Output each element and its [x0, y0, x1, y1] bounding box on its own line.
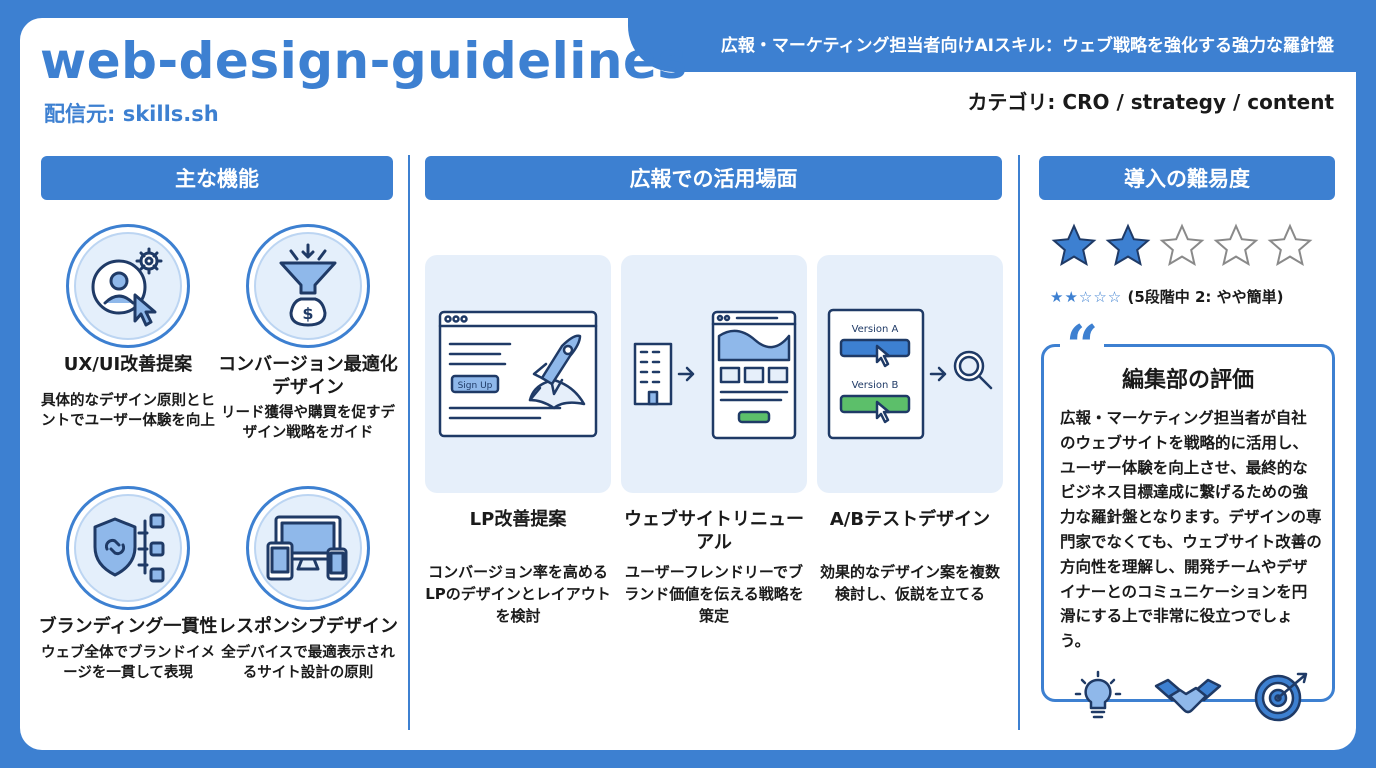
feature-branding: ブランディング一貫性 ウェブ全体でブランドイメージを一貫して表現: [38, 486, 218, 683]
feature-icon-circle: [246, 486, 370, 610]
use-case-renewal-illustration: [621, 255, 807, 493]
feature-desc: 全デバイスで最適表示されるサイト設計の原則: [221, 644, 395, 681]
feature-title: UX/UI改善提案: [63, 354, 193, 375]
review-icons: [1072, 670, 1312, 722]
handshake-icon: [1154, 678, 1222, 714]
difficulty-text: ★★☆☆☆ (5段階中 2: やや簡単): [1050, 286, 1284, 307]
features-heading: 主な機能: [41, 156, 393, 200]
use-case-title: ウェブサイトリニューアル: [624, 509, 804, 554]
ab-test-icon: Version A Version B: [827, 308, 993, 440]
difficulty-heading: 導入の難易度: [1039, 156, 1335, 200]
star-empty-icon: [1267, 223, 1313, 267]
feature-icon-circle: [66, 224, 190, 348]
quote-icon: “: [1060, 318, 1105, 374]
feature-responsive: レスポンシブデザイン 全デバイスで最適表示されるサイト設計の原則: [218, 486, 398, 683]
feature-desc: 具体的なデザイン原則とヒントでユーザー体験を向上: [41, 392, 215, 429]
star-empty-icon: [1159, 223, 1205, 267]
version-b-label: Version B: [852, 380, 899, 391]
difficulty-rating: [1050, 222, 1314, 270]
banner-text: 広報・マーケティング担当者向けAIスキル：ウェブ戦略を強化する強力な羅針盤: [720, 36, 1334, 56]
star-filled-icon: [1105, 223, 1151, 267]
feature-title: ブランディング一貫性: [38, 616, 218, 637]
page-title: web-design-guidelines: [40, 32, 688, 90]
divider-left: [408, 155, 410, 730]
use-case-ab-illustration: Version A Version B: [817, 255, 1003, 493]
use-case-title: LP改善提案: [469, 509, 567, 530]
review-text: 広報・マーケティング担当者が自社のウェブサイトを戦略的に活用し、ユーザー体験を向…: [1060, 409, 1322, 651]
use-case-lp-illustration: Sign Up: [425, 255, 611, 493]
version-a-label: Version A: [852, 324, 899, 335]
use-case-title: A/Bテストデザイン: [829, 509, 991, 530]
building-to-website-icon: [633, 310, 797, 440]
feature-ux-ui: UX/UI改善提案 具体的なデザイン原則とヒントでユーザー体験を向上: [38, 224, 218, 431]
review-title: 編集部の評価: [1121, 368, 1254, 393]
lightbulb-icon: [1074, 670, 1122, 719]
star-empty-icon: [1213, 223, 1259, 267]
feature-icon-circle: $: [246, 224, 370, 348]
publisher-label: 配信元: skills.sh: [44, 102, 219, 126]
use-cases-heading: 広報での活用場面: [425, 156, 1002, 200]
svg-text:$: $: [302, 304, 313, 323]
use-case-desc: ユーザーフレンドリーでブランド価値を伝える戦略を策定: [624, 563, 804, 625]
difficulty-label: (5段階中 2: やや簡単): [1127, 288, 1284, 306]
shield-link-icon: [93, 513, 165, 583]
feature-desc: リード獲得や購買を促すデザイン戦略をガイド: [221, 405, 395, 442]
feature-title: レスポンシブデザイン: [218, 616, 398, 637]
divider-right: [1018, 155, 1020, 730]
use-case-desc: コンバージョン率を高めるLPのデザインとレイアウトを検討: [425, 563, 611, 625]
user-gear-cursor-icon: [91, 247, 163, 327]
devices-icon: [266, 515, 348, 581]
use-case-desc: 効果的なデザイン案を複数検討し、仮説を立てる: [819, 563, 1000, 603]
category-label: カテゴリ: CRO / strategy / content: [967, 90, 1334, 114]
feature-desc: ウェブ全体でブランドイメージを一貫して表現: [41, 644, 215, 681]
funnel-moneybag-icon: $: [279, 243, 337, 327]
feature-conversion: $ コンバージョン最適化デザイン リード獲得や購買を促すデザイン戦略をガイド: [218, 224, 398, 444]
small-stars: ★★☆☆☆: [1050, 288, 1123, 306]
landing-page-rocket-icon: Sign Up: [438, 310, 598, 438]
feature-icon-circle: [66, 486, 190, 610]
header-banner: 広報・マーケティング担当者向けAIスキル：ウェブ戦略を強化する強力な羅針盤: [628, 18, 1356, 72]
target-icon: [1254, 672, 1308, 722]
sign-up-label: Sign Up: [458, 381, 493, 391]
feature-title: コンバージョン最適化デザイン: [218, 354, 398, 398]
star-filled-icon: [1051, 223, 1097, 267]
